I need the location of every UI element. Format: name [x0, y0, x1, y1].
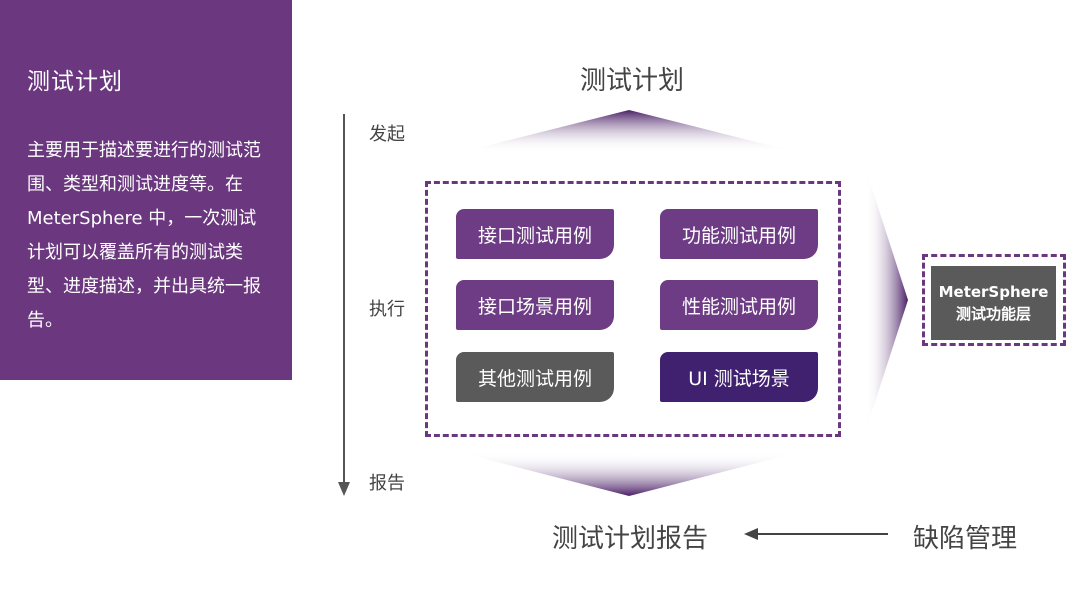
- timeline-arrow: [338, 114, 350, 496]
- performance-test-case[interactable]: 性能测试用例: [660, 280, 818, 330]
- metersphere-name: MeterSphere: [938, 283, 1049, 301]
- bottom-funnel-shape: [462, 453, 796, 496]
- defect-management-label: 缺陷管理: [913, 524, 1018, 554]
- test-case-container: [425, 181, 841, 437]
- right-arrow-shape: [866, 170, 908, 430]
- description-panel: 测试计划 主要用于描述要进行的测试范围、类型和测试进度等。在 MeterSphe…: [0, 0, 292, 380]
- api-scenario-case[interactable]: 接口场景用例: [456, 280, 614, 330]
- other-test-case[interactable]: 其他测试用例: [456, 352, 614, 402]
- panel-title: 测试计划: [27, 69, 123, 95]
- top-plan-label: 测试计划: [580, 66, 685, 96]
- left-arrow-icon: [744, 528, 888, 540]
- metersphere-layer-label: 测试功能层: [955, 305, 1031, 323]
- panel-description: 主要用于描述要进行的测试范围、类型和测试进度等。在 MeterSphere 中，…: [27, 140, 261, 331]
- timeline-middle-label: 执行: [369, 299, 405, 320]
- api-test-case[interactable]: 接口测试用例: [456, 209, 614, 259]
- timeline-end-label: 报告: [369, 473, 405, 494]
- metersphere-container: [922, 254, 1066, 346]
- metersphere-layer[interactable]: MeterSphere 测试功能层: [931, 266, 1056, 340]
- functional-test-case[interactable]: 功能测试用例: [660, 209, 818, 259]
- ui-test-scenario[interactable]: UI 测试场景: [660, 352, 818, 402]
- plan-report-label: 测试计划报告: [552, 524, 709, 554]
- timeline-start-label: 发起: [369, 124, 405, 145]
- top-funnel-shape: [462, 110, 796, 152]
